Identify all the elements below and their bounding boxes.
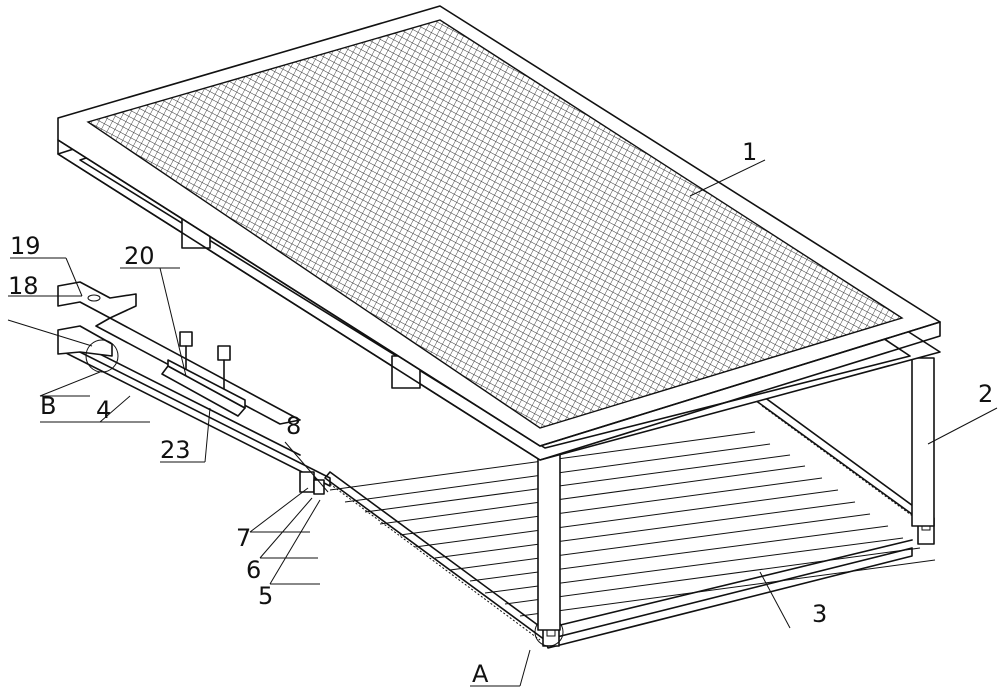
label-b: B: [40, 392, 56, 420]
label-18: 18: [8, 272, 39, 300]
label-20: 20: [124, 242, 155, 270]
label-8: 8: [286, 412, 301, 440]
label-1: 1: [742, 138, 757, 166]
label-3: 3: [812, 600, 827, 628]
label-5: 5: [258, 582, 273, 610]
label-7: 7: [236, 524, 251, 552]
label-4: 4: [96, 396, 111, 424]
label-2: 2: [978, 380, 993, 408]
label-23: 23: [160, 436, 191, 464]
label-19: 19: [10, 232, 41, 260]
base-slats: [330, 432, 935, 616]
label-a: A: [472, 660, 489, 688]
label-6: 6: [246, 556, 261, 584]
